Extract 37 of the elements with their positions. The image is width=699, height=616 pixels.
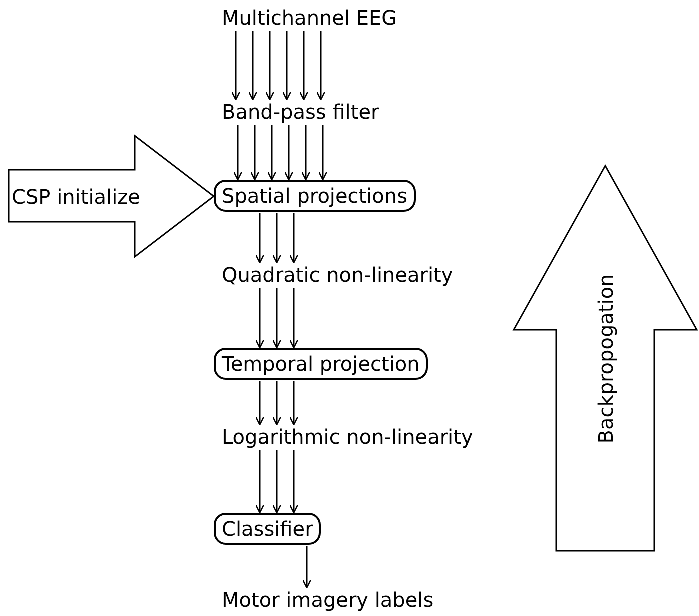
arrow [301, 125, 311, 181]
arrow [272, 288, 282, 349]
arrow [302, 546, 312, 589]
arrow [231, 31, 241, 101]
arrow [250, 125, 260, 181]
arrow [289, 213, 299, 264]
arrow [255, 288, 265, 349]
arrow-label: CSP initialize [12, 184, 140, 208]
process-box: Temporal projection [214, 348, 428, 380]
arrow [255, 213, 265, 264]
process-box: Classifier [214, 513, 322, 545]
arrow [282, 31, 292, 101]
arrow [233, 125, 243, 181]
arrow [289, 450, 299, 514]
arrow [284, 125, 294, 181]
stage-label: Motor imagery labels [222, 588, 434, 612]
arrow [299, 31, 309, 101]
process-box: Spatial projections [214, 180, 416, 212]
arrow [289, 381, 299, 426]
arrow [316, 31, 326, 101]
stage-label: Logarithmic non-linearity [222, 425, 474, 449]
arrow [255, 450, 265, 514]
arrow [318, 125, 328, 181]
stage-label: Band-pass filter [222, 100, 380, 124]
arrow [272, 381, 282, 426]
arrow [267, 125, 277, 181]
arrow [289, 288, 299, 349]
block-arrow [8, 135, 215, 258]
arrow [265, 31, 275, 101]
stage-label: Quadratic non-linearity [222, 263, 454, 287]
arrow [272, 450, 282, 514]
arrow [272, 213, 282, 264]
stage-label: Multichannel EEG [222, 6, 398, 30]
arrow [248, 31, 258, 101]
arrow-label: Backpropogation [594, 274, 618, 444]
arrow [255, 381, 265, 426]
block-arrow [513, 165, 698, 552]
